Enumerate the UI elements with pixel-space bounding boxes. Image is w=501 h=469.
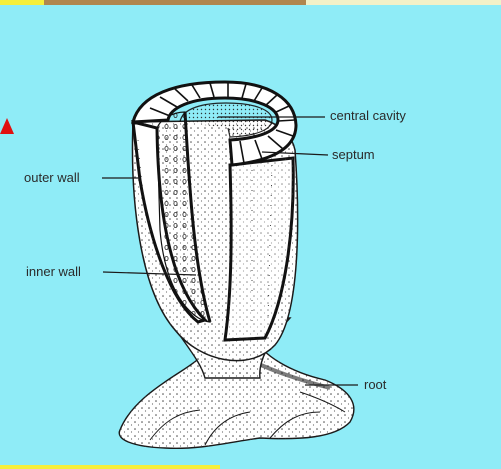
label-central-cavity: central cavity (330, 108, 406, 123)
label-septum: septum (332, 147, 375, 162)
label-inner-wall: inner wall (26, 264, 81, 279)
label-outer-wall: outer wall (24, 170, 80, 185)
label-root: root (364, 377, 386, 392)
